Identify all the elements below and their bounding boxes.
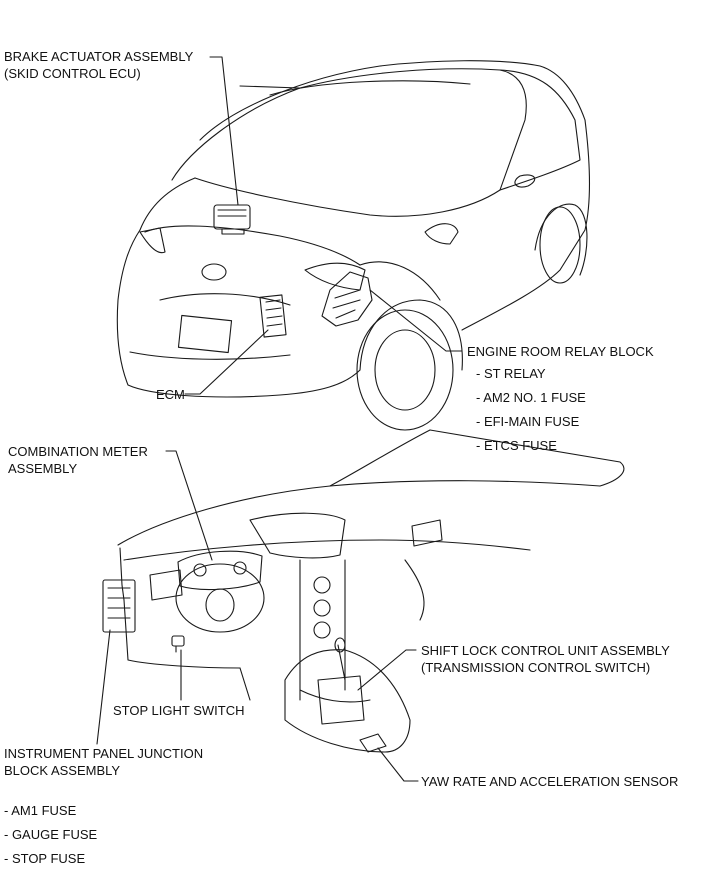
dash-knob-2 bbox=[313, 599, 331, 617]
car-wheel-arch bbox=[359, 299, 463, 371]
stop-light-switch-part bbox=[171, 635, 185, 653]
label-shift-lock: SHIFT LOCK CONTROL UNIT ASSEMBLY (TRANSM… bbox=[421, 642, 670, 676]
relay-item-efi-main-fuse: - EFI-MAIN FUSE bbox=[476, 414, 580, 429]
label-ecm: ECM bbox=[156, 387, 185, 402]
car-door-handle bbox=[514, 174, 536, 188]
car-side-body bbox=[461, 119, 591, 331]
relay-item-am2-fuse: - AM2 NO. 1 FUSE bbox=[476, 390, 586, 405]
label-brake-actuator: BRAKE ACTUATOR ASSEMBLY (SKID CONTROL EC… bbox=[4, 48, 193, 82]
label-shift-lock-line1: SHIFT LOCK CONTROL UNIT ASSEMBLY bbox=[421, 643, 670, 658]
car-headlight-left bbox=[139, 227, 166, 254]
car-roof-seam bbox=[239, 85, 301, 89]
ipjb-item-stop-fuse: - STOP FUSE bbox=[4, 851, 86, 866]
leader-junction-block bbox=[96, 629, 111, 745]
leader-brake-actuator bbox=[209, 56, 239, 206]
car-illustration bbox=[116, 60, 591, 431]
dash-lower-edge bbox=[239, 667, 251, 701]
dash-console-line bbox=[299, 689, 371, 703]
car-mirror bbox=[424, 223, 459, 245]
car-rear-wheel bbox=[539, 206, 581, 284]
leader-yaw-sensor bbox=[377, 747, 419, 782]
relay-block-part bbox=[321, 271, 373, 327]
dash-windshield-base bbox=[117, 480, 601, 546]
label-combination-meter: COMBINATION METER ASSEMBLY bbox=[8, 443, 148, 477]
ecm-part bbox=[259, 294, 287, 338]
car-hood-line bbox=[194, 177, 501, 217]
car-bumper-line bbox=[129, 351, 291, 360]
leader-ecm bbox=[184, 329, 269, 395]
junction-block-part bbox=[102, 579, 136, 633]
car-hood-edge bbox=[144, 225, 361, 266]
label-engine-room-relay-block: ENGINE ROOM RELAY BLOCK bbox=[467, 344, 654, 359]
brake-actuator-part bbox=[213, 204, 251, 235]
leader-relay-block bbox=[369, 289, 463, 352]
label-instrument-panel-jb: INSTRUMENT PANEL JUNCTION BLOCK ASSEMBLY bbox=[4, 745, 203, 779]
label-brake-actuator-line2: (SKID CONTROL ECU) bbox=[4, 66, 141, 81]
car-hood-left bbox=[139, 177, 196, 231]
yaw-sensor-part bbox=[359, 733, 387, 753]
combination-meter-part bbox=[177, 550, 263, 591]
dash-top-edge bbox=[429, 429, 625, 487]
instrument-panel-items: - AM1 FUSE - GAUGE FUSE - STOP FUSE bbox=[4, 799, 97, 871]
car-emblem bbox=[201, 263, 227, 281]
label-stop-light-switch: STOP LIGHT SWITCH bbox=[113, 703, 245, 718]
car-roof-crease bbox=[269, 80, 471, 96]
car-fender bbox=[359, 261, 441, 301]
label-shift-lock-line2: (TRANSMISSION CONTROL SWITCH) bbox=[421, 660, 651, 675]
dash-console bbox=[284, 649, 411, 753]
dash-steering-hub bbox=[205, 588, 235, 622]
dash-steering-wheel bbox=[175, 563, 265, 633]
dash-left-vent bbox=[149, 569, 183, 601]
car-side-window bbox=[499, 69, 581, 191]
dash-upper-panel bbox=[123, 539, 531, 561]
dash-right-panel bbox=[404, 559, 425, 621]
label-instrument-panel-jb-line1: INSTRUMENT PANEL JUNCTION bbox=[4, 746, 204, 761]
dash-knob-1 bbox=[313, 576, 331, 594]
car-license-plate bbox=[177, 314, 233, 354]
car-windshield bbox=[171, 68, 527, 191]
label-instrument-panel-jb-line2: BLOCK ASSEMBLY bbox=[4, 763, 121, 778]
car-headlight-right bbox=[304, 262, 366, 291]
engine-room-relay-items: - ST RELAY - AM2 NO. 1 FUSE - EFI-MAIN F… bbox=[476, 362, 586, 458]
dash-a-pillar bbox=[329, 429, 431, 487]
car-front-lower bbox=[116, 229, 361, 398]
car-front-rim bbox=[374, 329, 436, 411]
label-yaw-rate-sensor: YAW RATE AND ACCELERATION SENSOR bbox=[421, 774, 679, 789]
dash-center-display bbox=[249, 512, 346, 559]
dash-lower-left bbox=[123, 599, 241, 669]
label-combination-meter-line2: ASSEMBLY bbox=[8, 461, 78, 476]
leader-shift-lock bbox=[357, 649, 417, 691]
ipjb-item-am1-fuse: - AM1 FUSE bbox=[4, 803, 77, 818]
ipjb-item-gauge-fuse: - GAUGE FUSE bbox=[4, 827, 98, 842]
dashboard-illustration bbox=[117, 429, 625, 753]
dash-right-vent bbox=[411, 519, 443, 547]
dash-left-edge bbox=[119, 547, 125, 601]
dash-center-stack bbox=[299, 559, 346, 701]
dash-knob-3 bbox=[313, 621, 331, 639]
car-front-wheel bbox=[356, 309, 454, 431]
label-brake-actuator-line1: BRAKE ACTUATOR ASSEMBLY bbox=[4, 49, 194, 64]
leader-combination-meter bbox=[165, 450, 213, 561]
car-grille-top bbox=[159, 293, 291, 306]
relay-item-etcs-fuse: - ETCS FUSE bbox=[476, 438, 557, 453]
label-combination-meter-line1: COMBINATION METER bbox=[8, 444, 148, 459]
shift-lock-part bbox=[317, 637, 365, 725]
relay-item-st-relay: - ST RELAY bbox=[476, 366, 546, 381]
car-roof-outline bbox=[199, 60, 586, 141]
